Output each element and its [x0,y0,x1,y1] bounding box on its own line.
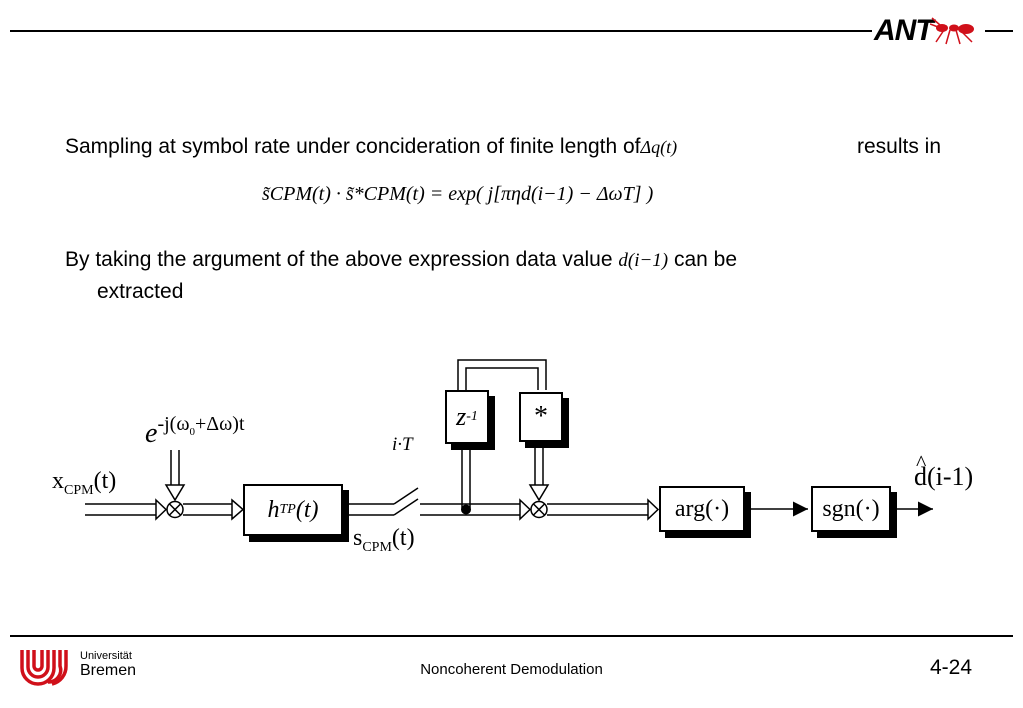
sampled-label-main: s [353,525,363,551]
output-hat: ^ [916,450,927,475]
output-label: ^ d(i-1) [914,450,974,492]
university-line2: Bremen [80,662,137,679]
filter-to-switch-line [343,487,532,521]
mixer-to-filter-line [183,498,245,521]
filter-label-tail: (t) [295,496,319,523]
conjugate-block: * [519,392,563,442]
oscillator-label-exponent: -j(ω0+Δω)t [157,413,245,438]
equation: s̃CPM(t) · s̃*CPM(t) = exp( j[πηd(i−1) −… [262,183,653,206]
line1-math: Δq(t) [640,137,678,157]
ant-logo-text: ANT [874,14,934,47]
line1-tail: results in [857,135,942,158]
sgn-label: sgn(·) [822,495,880,522]
input-label: xCPM(t) [52,468,116,499]
sgn-block: sgn(·) [811,486,891,532]
ant-insect-icon [930,17,974,45]
line2-tail: can be [673,248,738,271]
conj-to-mixer-line [528,446,550,502]
footer-title: Noncoherent Demodulation [420,661,603,678]
delay-label: z [456,402,467,431]
line2-math: d(i−1) [618,250,669,271]
sampled-label-sub: CPM [362,539,392,555]
oscillator-label: e-j(ω0+Δω)t [145,413,245,450]
output-label-text: d(i-1) [914,462,974,491]
delay-branch-line [461,443,471,508]
university-emblem-icon [20,650,68,686]
header-rule-left [10,30,872,32]
oscillator-exp-sub: 0 [189,426,195,438]
input-signal-line [85,498,168,521]
arg-label: arg(·) [674,495,730,522]
feedback-loop-line [457,359,547,390]
oscillator-feed-line [164,450,186,502]
equation-text: s̃CPM(t) · s̃*CPM(t) = exp( j[πηd(i−1) −… [262,183,654,205]
university-line1: Universität [80,650,132,662]
delay-block: z-1 [445,390,489,444]
header-rule-right [985,30,1013,32]
ant-logo: ANT [872,12,982,50]
conj-label: * [534,401,548,432]
university-logo: Universität Bremen [18,646,158,690]
body-line-2: By taking the argument of the above expr… [65,248,737,272]
filter-label-sub: TP [279,502,296,517]
body-line-1: Sampling at symbol rate under conciderat… [65,135,677,159]
sampler-label: i·T [392,434,413,455]
mixer-1 [166,500,184,519]
input-label-sub: CPM [64,482,94,498]
delay-label-exp: -1 [466,409,478,424]
line3-text: extracted [97,280,184,303]
oscillator-label-e: e [145,418,158,449]
footer-rule [10,635,1013,637]
arg-block: arg(·) [659,486,745,532]
oscillator-exp-tail: +Δω)t [194,413,245,435]
input-label-main: x [52,468,64,494]
sampled-label-tail: (t) [391,525,415,551]
oscillator-exp-head: -j(ω [157,413,190,435]
branch-node [461,504,471,515]
line1-text: Sampling at symbol rate under conciderat… [65,135,641,158]
mixer-to-arg-line [547,498,660,521]
filter-label: h [267,496,280,523]
line2-text: By taking the argument of the above expr… [65,248,613,271]
sampled-signal-label: sCPM(t) [353,525,415,556]
input-label-tail: (t) [93,468,117,494]
mixer-2 [530,500,548,519]
page-number: 4-24 [930,656,973,679]
